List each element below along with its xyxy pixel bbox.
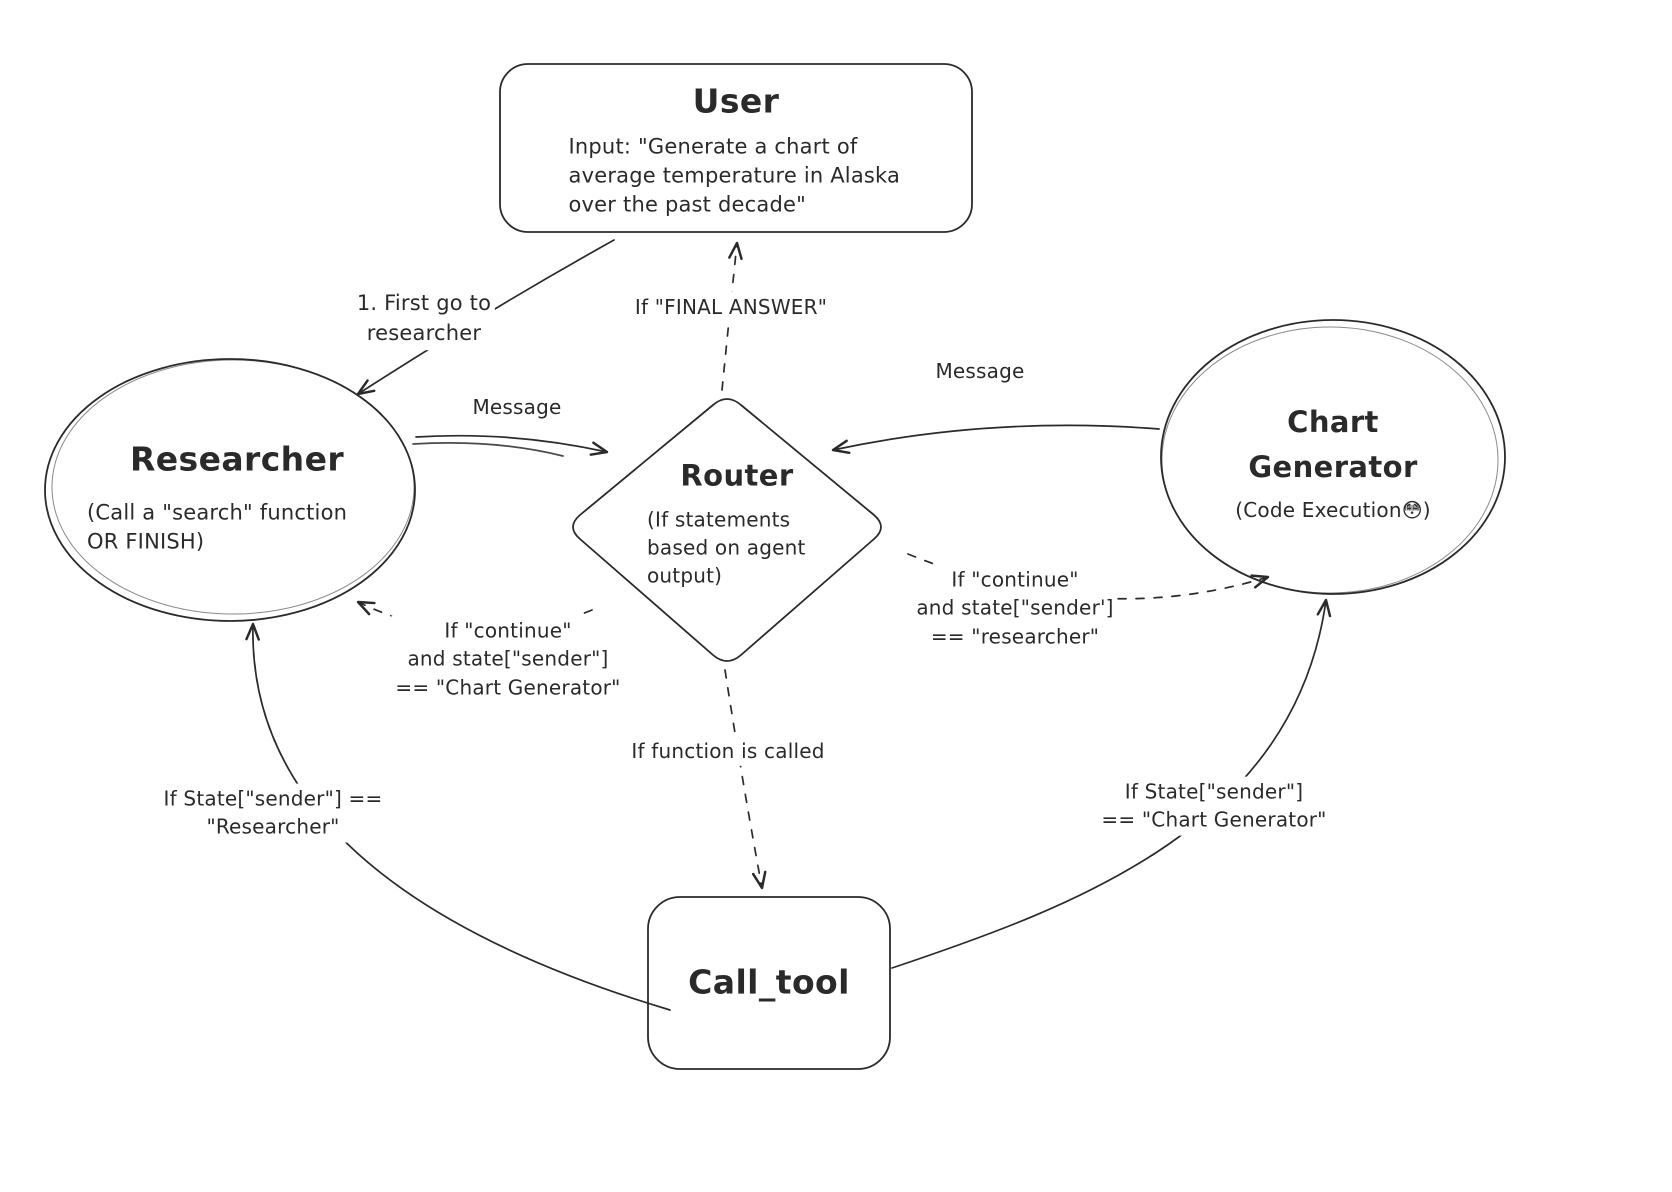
edge-label-message-right: Message — [931, 355, 1029, 387]
edge-researcher-to-router-message-echo — [412, 442, 564, 457]
edge-label-if-state-sender-researcher: If State["sender"] == "Researcher" — [159, 783, 387, 843]
edge-researcher-to-router-message — [415, 434, 609, 456]
edge-label-if-function-called: If function is called — [627, 735, 829, 767]
edge-label-if-state-sender-chart-generator: If State["sender"] == "Chart Generator" — [1097, 776, 1331, 836]
edge-router-to-call-tool — [724, 669, 767, 890]
edge-label-if-continue-researcher: If "continue" and state["sender'] == "re… — [912, 564, 1118, 652]
call-tool-node-shape — [647, 896, 891, 1070]
edge-label-first-go-to-researcher: 1. First go to researcher — [352, 288, 496, 350]
chart-generator-node-shape-echo — [1161, 326, 1499, 594]
edge-call-tool-to-researcher — [245, 622, 671, 1011]
user-node-shape — [499, 63, 973, 233]
edge-label-message-left: Message — [468, 391, 566, 423]
edge-label-if-final-answer: If "FINAL ANSWER" — [630, 291, 832, 323]
chart-generator-node-shape — [1160, 319, 1506, 595]
router-node-shape — [572, 398, 882, 662]
edge-chart-generator-to-router-message — [831, 424, 1160, 455]
researcher-node-shape-echo — [51, 359, 415, 615]
researcher-node-shape — [44, 358, 416, 622]
edge-call-tool-to-chart-generator — [891, 598, 1332, 969]
edge-label-if-continue-chart-generator: If "continue" and state["sender"] == "Ch… — [391, 615, 625, 703]
